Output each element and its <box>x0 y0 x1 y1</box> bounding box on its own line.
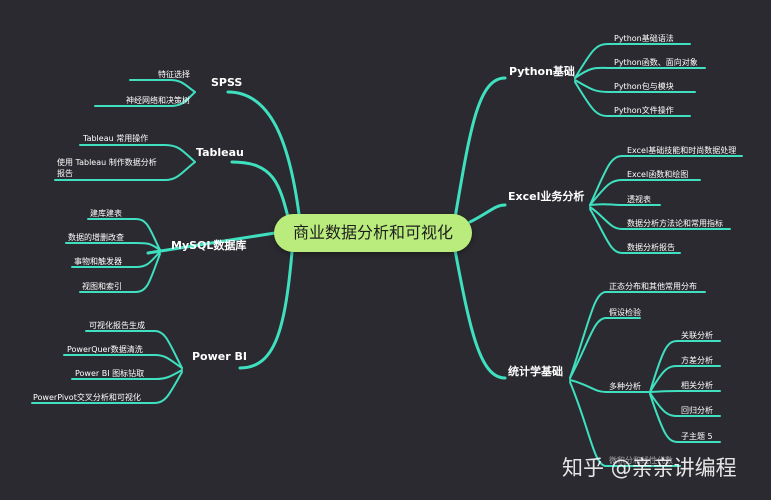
leaf-subtopic-5[interactable]: 子主题 5 <box>681 432 713 441</box>
connector-line <box>589 206 731 230</box>
link-powerbi <box>238 250 294 370</box>
connector-line <box>649 340 721 393</box>
connector-line <box>85 330 183 369</box>
connector-line <box>589 179 701 206</box>
connector-line <box>54 161 196 181</box>
connector-line <box>79 144 196 163</box>
connector-line <box>574 66 706 79</box>
connector-line <box>649 393 721 443</box>
link-stats <box>453 248 507 380</box>
branch-powerbi[interactable]: Power BI <box>192 350 247 363</box>
connector-line <box>569 379 651 393</box>
connector-line <box>574 79 696 93</box>
connector-line <box>649 365 721 393</box>
leaf-views-index[interactable]: 视图和索引 <box>82 282 122 291</box>
leaf-visual-report[interactable]: 可视化报告生成 <box>89 321 145 330</box>
leaf-transactions[interactable]: 事物和触发器 <box>74 257 122 266</box>
connector-line <box>79 253 161 293</box>
mindmap-links <box>31 43 743 467</box>
leaf-multi-analysis[interactable]: 多种分析 <box>609 382 641 391</box>
leaf-distributions[interactable]: 正态分布和其他常用分布 <box>609 282 697 291</box>
watermark: 知乎 @亲亲讲编程 <box>562 456 737 480</box>
leaf-neural-network[interactable]: 神经网络和决策树 <box>126 96 190 105</box>
leaf-power-pivot[interactable]: PowerPivot交叉分析和可视化 <box>33 393 141 402</box>
leaf-anova[interactable]: 方差分析 <box>681 356 713 365</box>
leaf-python-files[interactable]: Python文件操作 <box>614 106 674 115</box>
connector-line <box>71 251 161 268</box>
leaf-excel-basics[interactable]: Excel基础技能和时尚数据处理 <box>627 146 737 155</box>
leaf-hypothesis-test[interactable]: 假设检验 <box>609 308 641 317</box>
branch-spss[interactable]: SPSS <box>211 76 243 89</box>
connector-line <box>65 242 161 251</box>
connector-line <box>569 291 706 379</box>
connector-line <box>589 155 743 206</box>
leaf-python-syntax[interactable]: Python基础语法 <box>614 34 674 43</box>
leaf-excel-functions[interactable]: Excel函数和绘图 <box>627 170 689 179</box>
leaf-power-query[interactable]: PowerQuer数据清洗 <box>67 345 143 354</box>
connector-line <box>574 43 691 79</box>
leaf-python-packages[interactable]: Python包与模块 <box>614 82 674 91</box>
connector-line <box>589 208 681 254</box>
leaf-python-functions[interactable]: Python函数、面向对象 <box>614 58 698 67</box>
leaf-feature-selection[interactable]: 特征选择 <box>158 70 190 79</box>
branch-stats[interactable]: 统计学基础 <box>508 365 563 378</box>
link-python <box>453 76 507 220</box>
branch-tableau[interactable]: Tableau <box>196 146 244 159</box>
leaf-correlation[interactable]: 相关分析 <box>681 381 713 390</box>
connector-line <box>574 81 691 117</box>
connector-line <box>589 203 661 206</box>
link-spss <box>226 90 302 224</box>
leaf-association[interactable]: 关联分析 <box>681 331 713 340</box>
connector-line <box>94 91 196 107</box>
link-tableau <box>230 160 292 227</box>
connector-line <box>649 392 721 417</box>
connector-line <box>31 371 183 404</box>
leaf-regression[interactable]: 回归分析 <box>681 406 713 415</box>
connector-line <box>87 218 161 251</box>
connector-line <box>129 79 196 93</box>
connector-line <box>63 354 183 369</box>
leaf-tableau-report[interactable]: 使用 Tableau 制作数据分析报告 <box>57 158 157 178</box>
link-excel <box>468 203 507 224</box>
leaf-pivot-table[interactable]: 透视表 <box>627 195 651 204</box>
leaf-crud[interactable]: 数据的增删改查 <box>68 233 124 242</box>
branch-excel[interactable]: Excel业务分析 <box>508 190 585 203</box>
leaf-methodology[interactable]: 数据分析方法论和常用指标 <box>627 219 723 228</box>
branch-python[interactable]: Python基础 <box>509 65 575 78</box>
connector-line <box>649 390 721 393</box>
link-mysql <box>146 231 277 255</box>
branch-mysql[interactable]: MySQL数据库 <box>171 239 247 252</box>
leaf-drilldown[interactable]: Power BI 图标钻取 <box>75 369 145 378</box>
connector-line <box>569 317 641 379</box>
connector-line <box>569 381 681 467</box>
central-topic[interactable]: 商业数据分析和可视化 <box>274 214 472 252</box>
connector-line <box>71 369 183 380</box>
leaf-analysis-report[interactable]: 数据分析报告 <box>627 243 675 252</box>
leaf-tableau-operations[interactable]: Tableau 常用操作 <box>83 134 149 143</box>
leaf-calculus[interactable]: 微积分和线性代数 <box>609 456 673 465</box>
leaf-create-db[interactable]: 建库建表 <box>90 209 122 218</box>
